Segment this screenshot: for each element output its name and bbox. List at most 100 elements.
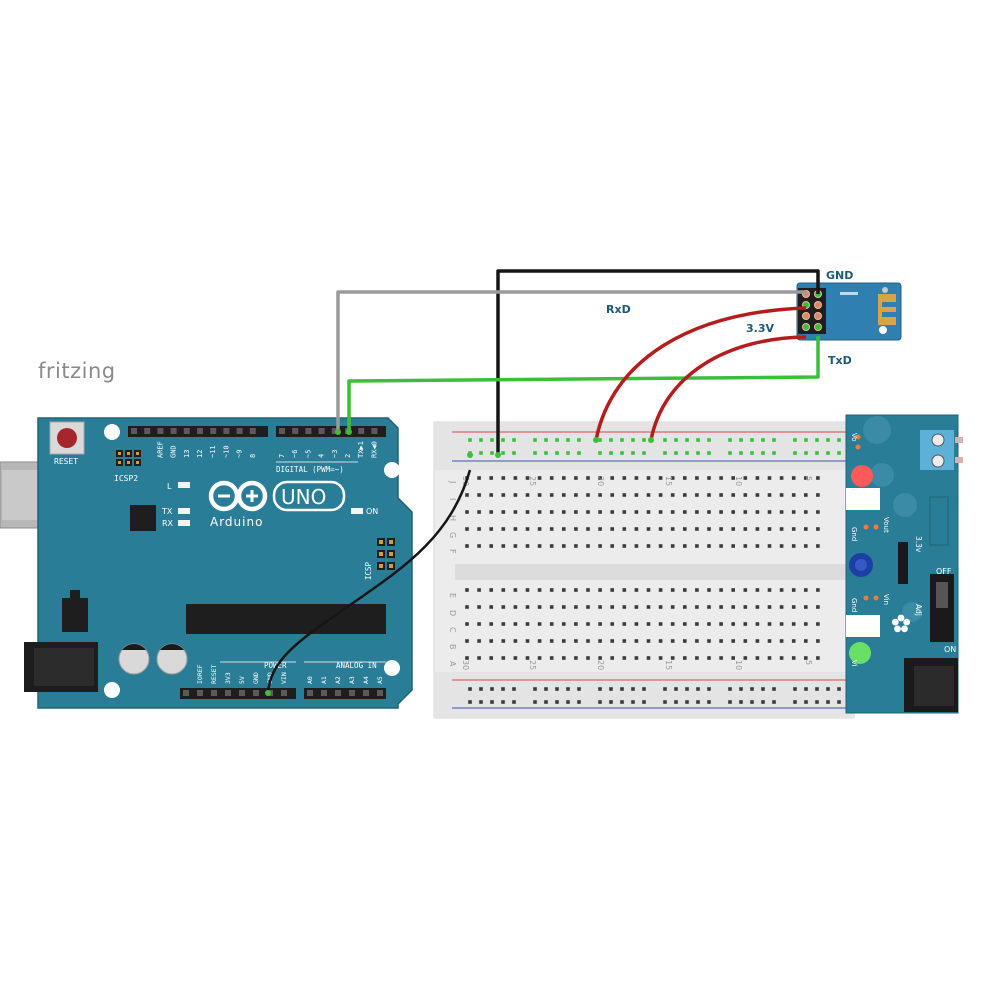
- breadboard-hole[interactable]: [465, 544, 469, 548]
- header-pin[interactable]: [321, 690, 327, 696]
- breadboard-hole[interactable]: [574, 605, 578, 609]
- breadboard-hole[interactable]: [658, 493, 663, 497]
- wire-rxd-gray[interactable]: [336, 290, 806, 432]
- rail-hole[interactable]: [750, 700, 754, 704]
- breadboard-hole[interactable]: [683, 510, 687, 514]
- breadboard-hole[interactable]: [465, 588, 469, 592]
- rail-hole[interactable]: [793, 438, 797, 442]
- rail-hole[interactable]: [598, 438, 602, 442]
- breadboard-hole[interactable]: [816, 639, 820, 643]
- rail-hole[interactable]: [804, 451, 808, 455]
- breadboard-hole[interactable]: [477, 527, 481, 531]
- breadboard-hole[interactable]: [755, 510, 760, 514]
- breadboard-hole[interactable]: [695, 493, 699, 497]
- breadboard-hole[interactable]: [743, 605, 748, 609]
- breadboard-hole[interactable]: [707, 622, 711, 626]
- rail-hole[interactable]: [772, 700, 776, 704]
- breadboard-hole[interactable]: [791, 605, 796, 609]
- rail-hole[interactable]: [479, 438, 483, 442]
- breadboard-hole[interactable]: [513, 605, 518, 609]
- breadboard-hole[interactable]: [646, 493, 651, 497]
- breadboard-hole[interactable]: [707, 476, 711, 480]
- rail-hole[interactable]: [837, 687, 841, 691]
- breadboard-hole[interactable]: [586, 510, 590, 514]
- header-pin[interactable]: [305, 428, 312, 434]
- breadboard-hole[interactable]: [525, 588, 530, 592]
- breadboard-hole[interactable]: [537, 639, 542, 643]
- rail-hole[interactable]: [761, 438, 765, 442]
- rail-hole[interactable]: [772, 438, 776, 442]
- breadboard-hole[interactable]: [646, 588, 651, 592]
- rail-hole[interactable]: [707, 700, 711, 704]
- breadboard-hole[interactable]: [779, 588, 784, 592]
- rail-hole[interactable]: [544, 451, 548, 455]
- breadboard-hole[interactable]: [767, 605, 772, 609]
- rail-hole[interactable]: [631, 451, 635, 455]
- breadboard-hole[interactable]: [755, 544, 760, 548]
- header-pin[interactable]: [157, 428, 164, 434]
- rail-hole[interactable]: [739, 451, 743, 455]
- breadboard-hole[interactable]: [477, 656, 481, 660]
- breadboard-hole[interactable]: [501, 510, 506, 514]
- breadboard-hole[interactable]: [513, 656, 518, 660]
- breadboard-hole[interactable]: [658, 476, 663, 480]
- breadboard-hole[interactable]: [622, 493, 627, 497]
- breadboard-hole[interactable]: [513, 476, 518, 480]
- header-pin[interactable]: [197, 690, 203, 696]
- breadboard-hole[interactable]: [549, 493, 554, 497]
- breadboard-hole[interactable]: [670, 476, 675, 480]
- breadboard-hole[interactable]: [598, 656, 602, 660]
- rail-hole[interactable]: [685, 451, 689, 455]
- rail-hole[interactable]: [826, 451, 830, 455]
- breadboard-hole[interactable]: [731, 476, 735, 480]
- rail-hole[interactable]: [728, 451, 732, 455]
- breadboard-hole[interactable]: [513, 588, 518, 592]
- breadboard-hole[interactable]: [598, 588, 602, 592]
- rail-hole[interactable]: [696, 700, 700, 704]
- breadboard-hole[interactable]: [791, 656, 796, 660]
- breadboard-hole[interactable]: [513, 622, 518, 626]
- breadboard-hole[interactable]: [695, 588, 699, 592]
- breadboard-hole[interactable]: [804, 476, 808, 480]
- breadboard-hole[interactable]: [574, 622, 578, 626]
- breadboard-hole[interactable]: [477, 588, 481, 592]
- breadboard-hole[interactable]: [670, 493, 675, 497]
- breadboard-hole[interactable]: [683, 527, 687, 531]
- breadboard-hole[interactable]: [622, 544, 627, 548]
- breadboard-hole[interactable]: [743, 544, 748, 548]
- rail-hole[interactable]: [620, 700, 624, 704]
- breadboard-hole[interactable]: [622, 656, 627, 660]
- rail-hole[interactable]: [707, 438, 711, 442]
- breadboard-hole[interactable]: [804, 639, 808, 643]
- breadboard-hole[interactable]: [755, 476, 760, 480]
- breadboard-hole[interactable]: [525, 605, 530, 609]
- breadboard-hole[interactable]: [622, 527, 627, 531]
- breadboard-hole[interactable]: [489, 639, 493, 643]
- breadboard-hole[interactable]: [816, 656, 820, 660]
- breadboard-hole[interactable]: [683, 639, 687, 643]
- rail-hole[interactable]: [707, 451, 711, 455]
- breadboard-hole[interactable]: [658, 510, 663, 514]
- breadboard-hole[interactable]: [598, 476, 602, 480]
- potentiometer-knob[interactable]: [855, 559, 867, 571]
- header-pin[interactable]: [371, 428, 378, 434]
- breadboard-hole[interactable]: [804, 588, 808, 592]
- rail-hole[interactable]: [804, 700, 808, 704]
- breadboard-hole[interactable]: [549, 588, 554, 592]
- rail-hole[interactable]: [544, 438, 548, 442]
- breadboard-hole[interactable]: [707, 527, 711, 531]
- breadboard-hole[interactable]: [779, 476, 784, 480]
- breadboard-hole[interactable]: [562, 605, 566, 609]
- rail-hole[interactable]: [631, 700, 635, 704]
- rail-hole[interactable]: [512, 700, 516, 704]
- breadboard-hole[interactable]: [816, 510, 820, 514]
- breadboard-hole[interactable]: [549, 639, 554, 643]
- breadboard-hole[interactable]: [779, 622, 784, 626]
- breadboard-hole[interactable]: [743, 639, 748, 643]
- breadboard-hole[interactable]: [707, 605, 711, 609]
- rail-hole[interactable]: [609, 700, 613, 704]
- breadboard-hole[interactable]: [586, 622, 590, 626]
- rail-hole[interactable]: [761, 451, 765, 455]
- breadboard-hole[interactable]: [755, 527, 760, 531]
- rail-hole[interactable]: [577, 438, 581, 442]
